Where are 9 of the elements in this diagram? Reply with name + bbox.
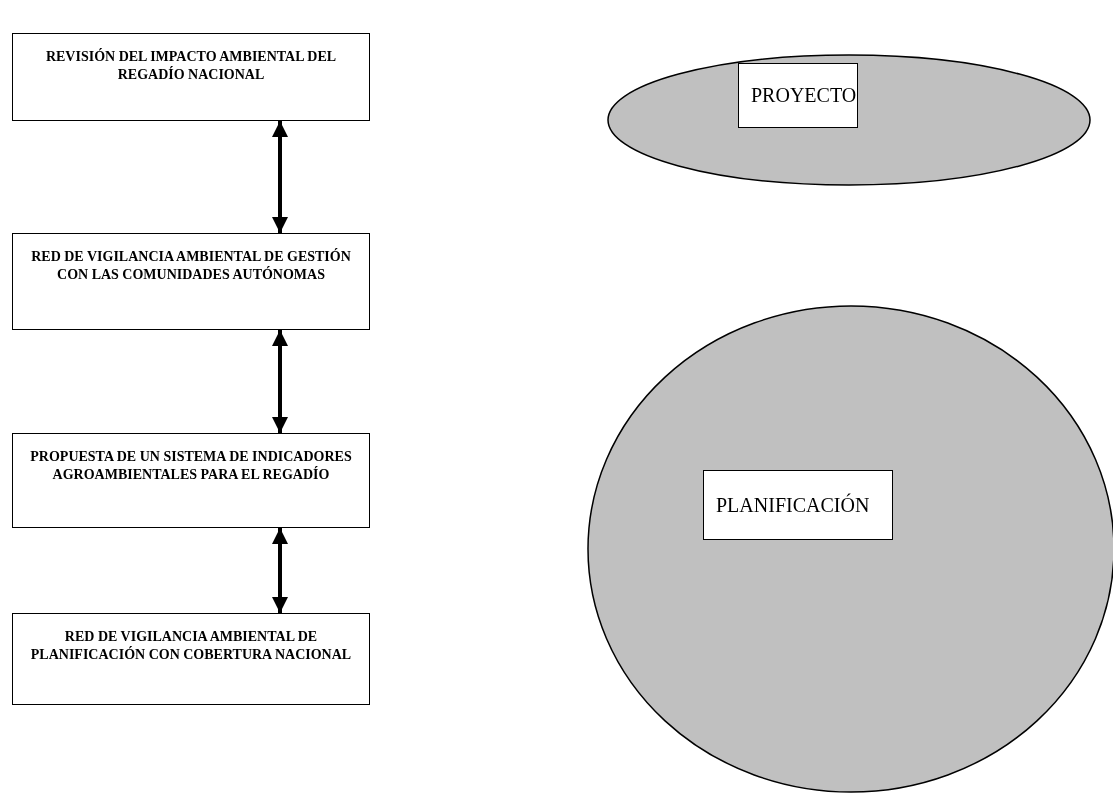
double-arrow (272, 121, 288, 233)
label-box: PROYECTO (738, 63, 858, 128)
process-box: REVISIÓN DEL IMPACTO AMBIENTAL DEL REGADÍO NACIONAL (12, 33, 370, 121)
double-arrow (272, 330, 288, 433)
process-box: PROPUESTA DE UN SISTEMA DE INDICADORES AGROAMBIENTALES PARA EL REGADÍO (12, 433, 370, 528)
double-arrow (272, 528, 288, 613)
process-box: RED DE VIGILANCIA AMBIENTAL DE GESTIÓN CON LAS COMUNIDADES AUTÓNOMAS (12, 233, 370, 330)
label-box: PLANIFICACIÓN (703, 470, 893, 540)
process-box: RED DE VIGILANCIA AMBIENTAL DE PLANIFICACIÓN CON COBERTURA NACIONAL (12, 613, 370, 705)
